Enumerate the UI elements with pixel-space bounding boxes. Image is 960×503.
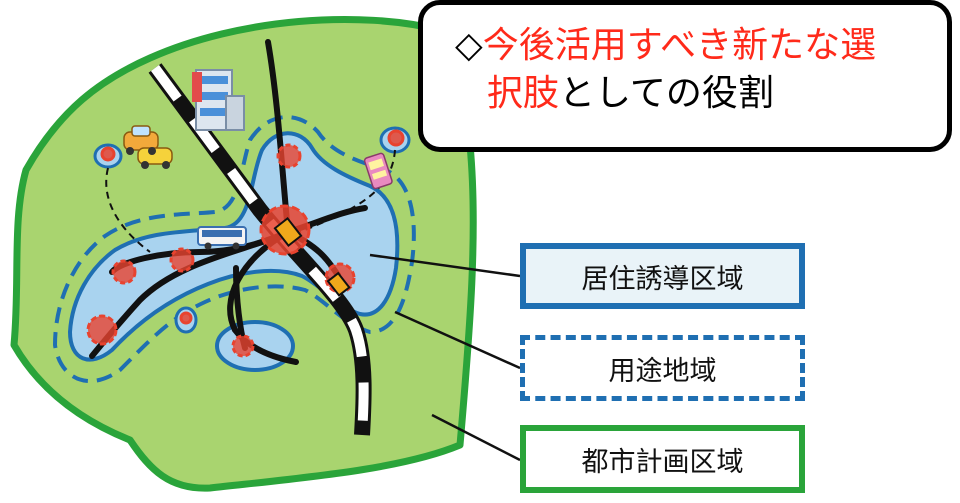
station-icon [273,217,351,297]
leader-lines [369,253,521,462]
hub-southwest [86,314,118,346]
hub-south [231,334,255,358]
hub-north [276,143,302,169]
legend-label-land-use: 用途地域 [608,355,717,387]
hubs [86,129,405,358]
hub-pocket-mid [179,311,193,325]
callout-red-text-1: 今後活用すべき新たな選 [482,25,877,66]
connection-line-west [105,167,151,253]
callout-line-2: 択肢としての役割 [487,71,774,117]
cars-icon [123,125,173,169]
legend-label-residential: 居住誘導区域 [581,263,744,295]
hub-pocket-east [387,129,405,147]
building-icon [192,69,245,131]
callout-black-text: としての役割 [559,73,774,114]
legend-residential-guidance-area: 居住誘導区域 [520,243,805,309]
bus-icon [197,226,247,250]
hub-pocket-west [100,146,116,162]
hub-west-1 [111,259,137,285]
callout-box: ◇今後活用すべき新たな選 択肢としての役割 [418,0,952,152]
callout-line-1: ◇今後活用すべき新たな選 [455,23,876,69]
tram-icon [363,152,393,190]
legend-label-city-planning: 都市計画区域 [581,446,744,478]
legend-city-planning-area: 都市計画区域 [520,425,805,493]
hub-west-2 [169,247,195,273]
callout-red-text-2: 択肢 [487,73,560,114]
legend-land-use-zone: 用途地域 [520,335,805,401]
diamond-marker: ◇ [455,25,483,66]
